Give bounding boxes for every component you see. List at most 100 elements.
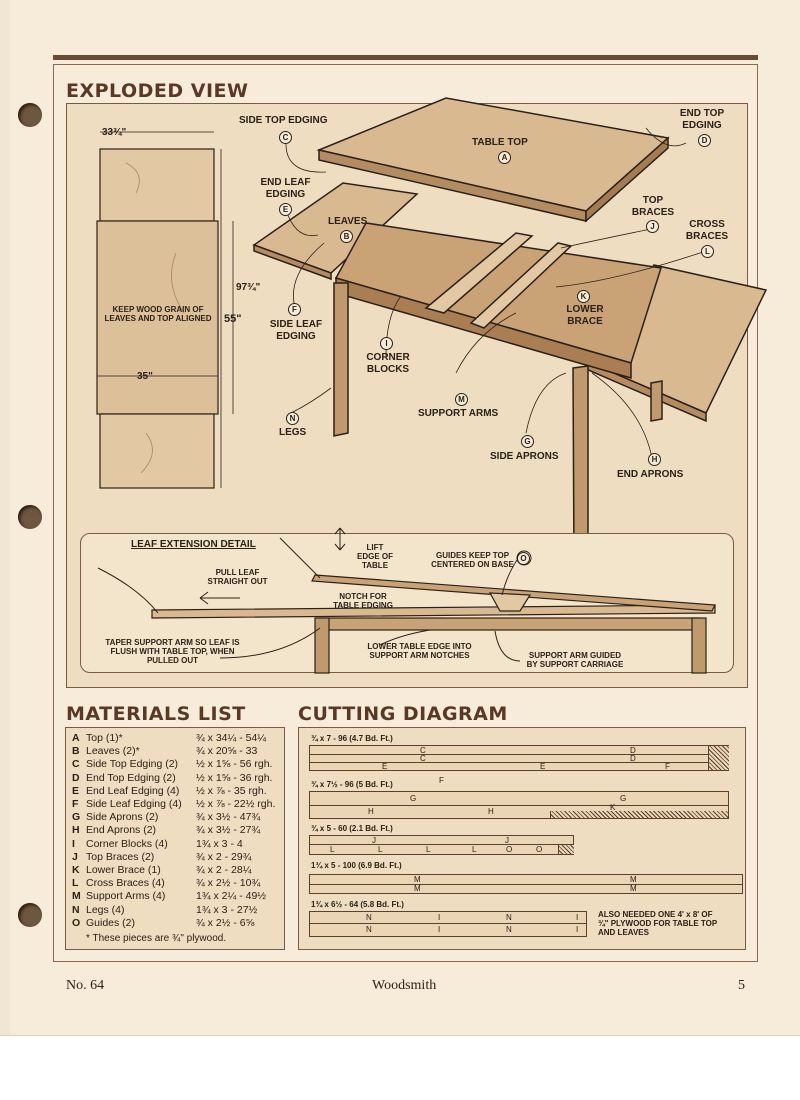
materials-row: H End Aprons (2) ¾ x 3½ - 27¾	[72, 824, 278, 837]
piece-f-callout: F	[439, 776, 444, 785]
materials-key: K	[72, 864, 80, 877]
leaf-panel-bottom	[99, 413, 215, 489]
piece-n: N	[506, 913, 512, 922]
label-corner-blocks: CORNER BLOCKS	[366, 352, 410, 375]
board-label: ¾ x 7½ - 96 (5 Bd. Ft.)	[311, 780, 393, 789]
materials-name: Top (1)*	[86, 732, 123, 744]
materials-dim: ¾ x 2 - 28¼	[196, 864, 252, 877]
letter-a: A	[498, 151, 511, 164]
letter-j: J	[646, 220, 659, 233]
letter-c: C	[279, 131, 292, 144]
materials-key: C	[72, 758, 80, 771]
binder-hole	[18, 903, 42, 927]
header-rule	[53, 55, 758, 60]
materials-dim: ½ x 1⅝ - 36 rgh.	[196, 771, 273, 784]
piece-m: M	[630, 884, 637, 893]
piece-i: I	[438, 913, 441, 922]
detail-title: LEAF EXTENSION DETAIL	[131, 539, 256, 550]
materials-dim: ¾ x 2½ - 6⅝	[196, 916, 255, 929]
materials-row: J Top Braces (2) ¾ x 2 - 29¾	[72, 851, 278, 864]
materials-row: E End Leaf Edging (4) ½ x ⅞ - 35 rgh.	[72, 785, 278, 798]
materials-name: End Leaf Edging (4)	[86, 784, 180, 797]
content-frame	[53, 64, 758, 962]
materials-key: B	[72, 745, 80, 758]
materials-key: O	[72, 916, 81, 929]
materials-name: Corner Blocks (4)	[86, 837, 168, 850]
piece-n: N	[366, 913, 372, 922]
cutting-diagram-panel: ¾ x 7 - 96 (4.7 Bd. Ft.) C C D D E E F F…	[298, 727, 746, 950]
detail-notch: NOTCH FOR TABLE EDGING	[333, 592, 393, 610]
materials-key: A	[72, 732, 80, 744]
board-3: J J L L L L O O	[309, 835, 574, 855]
materials-dim: 1¾ x 3 - 27½	[196, 903, 258, 916]
plywood-note: ALSO NEEDED ONE 4' x 8' OF ¾" PLYWOOD FO…	[598, 910, 718, 937]
label-legs: LEGS	[279, 427, 307, 438]
letter-d: D	[698, 134, 711, 147]
label-side-top-edging: SIDE TOP EDGING	[239, 115, 328, 126]
detail-pull-leaf: PULL LEAF STRAIGHT OUT	[207, 568, 268, 586]
materials-key: D	[72, 771, 80, 784]
label-side-leaf-edging: SIDE LEAF EDGING	[269, 319, 323, 342]
materials-key: J	[72, 850, 78, 863]
table-top-panel	[96, 220, 219, 415]
letter-l: L	[701, 245, 714, 258]
materials-row: O Guides (2) ¾ x 2½ - 6⅝	[72, 917, 278, 930]
issue-number: No. 64	[66, 978, 105, 993]
detail-guides-note: GUIDES KEEP TOP CENTERED ON BASE	[431, 551, 514, 569]
piece-f: F	[665, 762, 670, 771]
letter-e: E	[279, 203, 292, 216]
materials-dim: ¾ x 2 - 29¾	[196, 850, 252, 863]
detail-lower-edge: LOWER TABLE EDGE INTO SUPPORT ARM NOTCHE…	[367, 642, 472, 660]
label-cross-braces: CROSS BRACES	[685, 219, 729, 242]
board-label: ¾ x 7 - 96 (4.7 Bd. Ft.)	[311, 734, 393, 743]
dim-center-width: 35"	[137, 371, 153, 382]
piece-h: H	[488, 807, 494, 816]
materials-name: Guides (2)	[86, 916, 136, 929]
label-side-aprons: SIDE APRONS	[490, 451, 559, 462]
piece-e: E	[382, 762, 388, 771]
binder-hole	[18, 103, 42, 127]
piece-g: G	[620, 794, 627, 803]
letter-o: O	[517, 552, 530, 565]
letter-g: G	[521, 435, 534, 448]
detail-taper: TAPER SUPPORT ARM SO LEAF IS FLUSH WITH …	[105, 638, 240, 665]
exploded-view-title: EXPLODED VIEW	[66, 80, 249, 102]
letter-b: B	[340, 230, 353, 243]
piece-l: L	[330, 845, 335, 854]
materials-dim: 1¾ x 3 - 4	[196, 837, 243, 850]
materials-name: Lower Brace (1)	[86, 864, 161, 877]
materials-name: Side Aprons (2)	[86, 811, 159, 824]
materials-key: E	[72, 784, 80, 797]
board-5: N N I I N N I I	[309, 911, 587, 937]
materials-dim: ½ x 1⅝ - 56 rgh.	[196, 758, 273, 771]
board-2: G G H H K	[309, 791, 729, 819]
board-1: C C D D E E F	[309, 745, 729, 771]
materials-name: Top Braces (2)	[86, 850, 155, 863]
label-end-top-edging: END TOP EDGING	[679, 108, 725, 131]
detail-drawing	[97, 527, 716, 674]
letter-h: H	[648, 453, 661, 466]
materials-dim: ¾ x 3½ - 27¾	[196, 824, 261, 837]
label-end-leaf-edging: END LEAF EDGING	[260, 177, 311, 200]
materials-name: Leaves (2)*	[86, 745, 140, 758]
cutting-diagram-title: CUTTING DIAGRAM	[298, 703, 508, 725]
page-number: 5	[738, 978, 745, 993]
materials-dim: ½ x ⅞ - 35 rgh.	[196, 784, 267, 797]
board-label: ¾ x 5 - 60 (2.1 Bd. Ft.)	[311, 824, 393, 833]
magazine-name: Woodsmith	[372, 978, 437, 993]
piece-k: K	[610, 803, 616, 812]
materials-key: H	[72, 824, 80, 837]
piece-m: M	[630, 875, 637, 884]
materials-note: * These pieces are ¾" plywood.	[86, 933, 227, 945]
materials-key: L	[72, 877, 79, 890]
materials-name: End Aprons (2)	[86, 824, 157, 837]
piece-c: C	[420, 754, 426, 763]
grain-note: KEEP WOOD GRAIN OF LEAVES AND TOP ALIGNE…	[104, 305, 212, 323]
piece-n: N	[506, 925, 512, 934]
piece-i: I	[438, 925, 441, 934]
